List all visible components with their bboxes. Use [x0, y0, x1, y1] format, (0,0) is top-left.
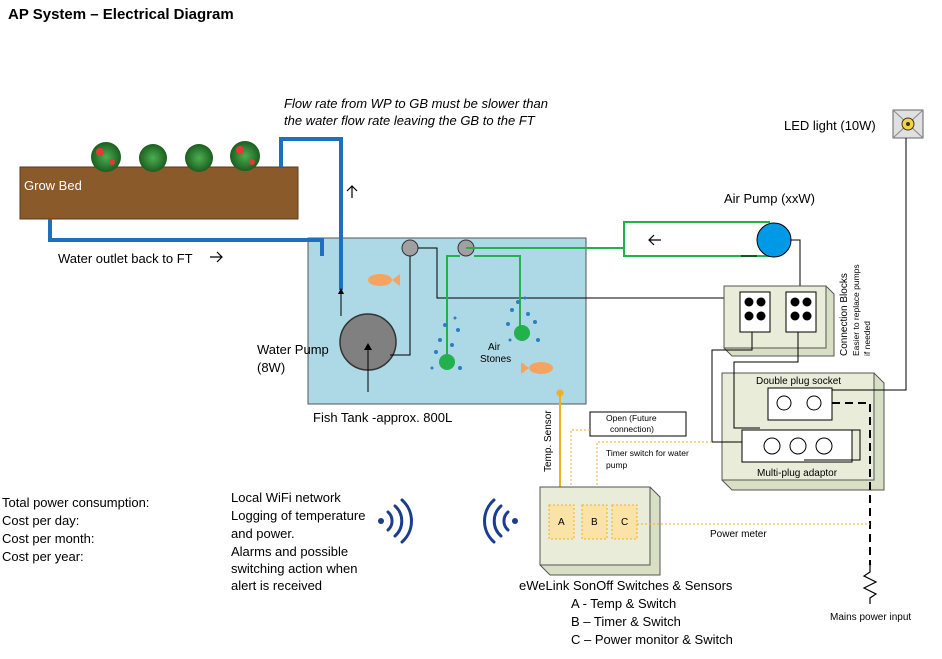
air-pump-cable — [791, 239, 801, 286]
air-stones — [430, 296, 540, 370]
connection-blocks-note-1: Easier to replace pumps — [851, 264, 861, 356]
total-power-label: Total power consumption: — [2, 495, 149, 510]
wifi-text-6: alert is received — [231, 578, 322, 593]
grow-bed-label: Grow Bed — [24, 178, 82, 193]
water-pipes — [48, 137, 343, 290]
sonoff-title: eWeLink SonOff Switches & Sensors — [519, 578, 733, 593]
wifi-text-5: switching action when — [231, 561, 357, 576]
diagram-title: AP System – Electrical Diagram — [8, 6, 234, 23]
cable-glands — [401, 239, 475, 257]
multi-plug-label: Multi-plug adaptor — [757, 468, 838, 479]
plants — [91, 141, 260, 172]
sonoff-switch-a[interactable]: A — [548, 504, 575, 540]
pump-cable-to-block — [418, 247, 726, 299]
air-pump-label: Air Pump (xxW) — [724, 191, 815, 206]
mains-resistor-symbol — [862, 565, 878, 604]
fish-tank-label: Fish Tank -approx. 800L — [313, 410, 452, 425]
temp-sensor-probe — [556, 389, 564, 397]
sonoff-switch-b[interactable]: B — [581, 504, 608, 540]
mains-dashed-line — [832, 402, 871, 565]
air-pump — [756, 222, 792, 258]
timer-switch-label-2: pump — [606, 460, 628, 470]
cost-per-month-label: Cost per month: — [2, 531, 95, 546]
temp-sensor-label: Temp. Sensor — [543, 410, 554, 472]
double-plug-label: Double plug socket — [756, 376, 841, 387]
wifi-icon-left — [483, 498, 518, 544]
connection-blocks — [723, 285, 835, 357]
air-stones-label-2: Stones — [480, 354, 511, 365]
double-plug-socket — [767, 387, 833, 421]
air-stones-label-1: Air — [488, 342, 501, 353]
water-pump-label-1: Water Pump — [257, 342, 329, 357]
wifi-text-4: Alarms and possible — [231, 544, 348, 559]
mains-label: Mains power input — [830, 612, 911, 623]
connection-blocks-note-2: if needed — [862, 321, 872, 356]
connection-blocks-label: Connection Blocks — [839, 273, 850, 356]
power-meter-label: Power meter — [710, 529, 767, 540]
wifi-text-1: Local WiFi network — [231, 490, 341, 505]
switch-b-label: B — [591, 517, 598, 528]
switch-a-label: A — [558, 517, 565, 528]
grow-bed — [19, 166, 299, 220]
led-cable — [831, 138, 907, 403]
arrow-right-icon — [210, 251, 223, 263]
sonoff-legend-c: C – Power monitor & Switch — [571, 632, 733, 647]
water-pump-cable — [390, 256, 411, 356]
cost-per-day-label: Cost per day: — [2, 513, 79, 528]
open-future-box — [589, 411, 687, 437]
open-future-label-1: Open (Future — [606, 413, 657, 423]
water-pump-label-2: (8W) — [257, 360, 285, 375]
open-future-label-2: connection) — [610, 424, 654, 434]
wifi-text-3: and power. — [231, 526, 295, 541]
sonoff-switch-c[interactable]: C — [611, 504, 638, 540]
air-lines — [446, 221, 770, 358]
switch-c-label: C — [621, 517, 628, 528]
power-wiring — [711, 332, 861, 461]
arrow-left-icon — [648, 234, 661, 246]
wifi-text-2: Logging of temperature — [231, 508, 365, 523]
cost-per-year-label: Cost per year: — [2, 549, 84, 564]
timer-switch-label-1: Timer switch for water — [606, 448, 689, 458]
flow-note-line-2: the water flow rate leaving the GB to th… — [284, 113, 536, 128]
sonoff-legend-a: A - Temp & Switch — [571, 596, 676, 611]
water-outlet-label: Water outlet back to FT — [58, 251, 193, 266]
sonoff-legend-b: B – Timer & Switch — [571, 614, 681, 629]
led-light-icon — [892, 109, 924, 139]
fish-icon — [368, 274, 553, 374]
flow-note-line-1: Flow rate from WP to GB must be slower t… — [284, 96, 548, 111]
water-pump — [338, 288, 397, 392]
wifi-icon-right — [378, 498, 413, 544]
led-light-label: LED light (10W) — [784, 118, 876, 133]
arrow-up-icon — [346, 185, 358, 198]
multi-plug-adaptor — [741, 429, 853, 463]
